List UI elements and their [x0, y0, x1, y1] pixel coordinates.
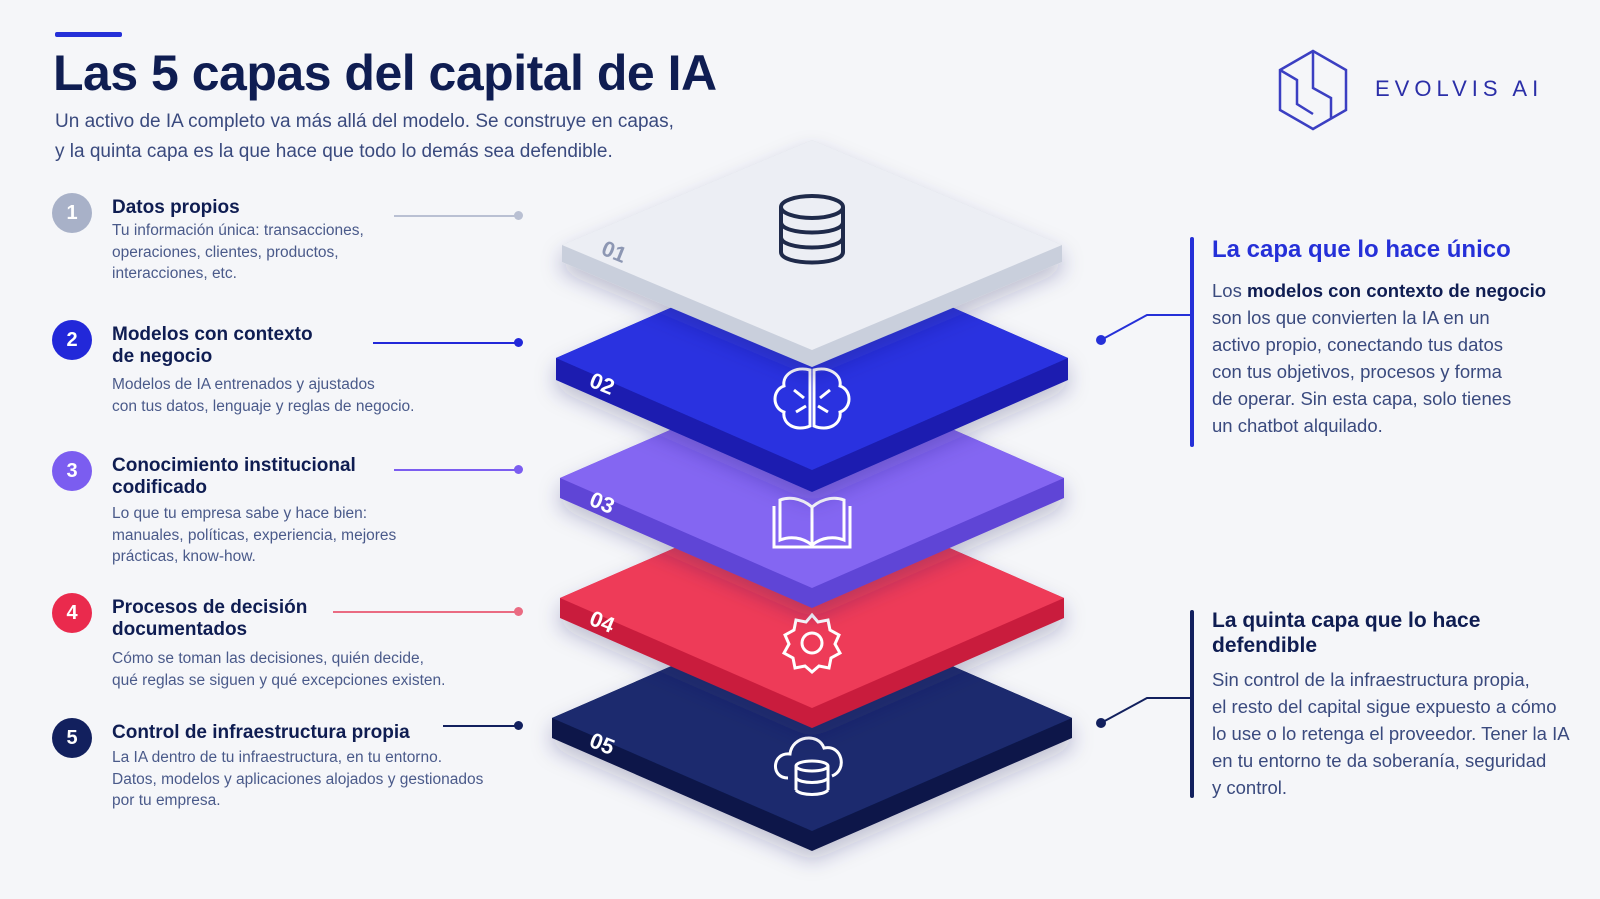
callout-body-line: son los que convierten la IA en un	[1212, 307, 1490, 328]
connector-dot	[514, 211, 523, 220]
connector-dot	[1096, 335, 1106, 345]
layer-desc-line: prácticas, know-how.	[112, 548, 256, 565]
callout-body-line: con tus objetivos, procesos y forma	[1212, 361, 1502, 382]
callout-title: La capa que lo hace único	[1212, 237, 1546, 262]
callout-accent-bar	[1190, 237, 1194, 447]
slab-03	[560, 368, 1064, 608]
layer-description: Lo que tu empresa sabe y hace bien: manu…	[112, 503, 396, 568]
brain-icon	[773, 367, 851, 430]
callout-body-line: y control.	[1212, 777, 1288, 798]
callout-body-line: en tu entorno te da soberanía, seguridad	[1212, 750, 1547, 771]
layer-desc-line: qué reglas se siguen y qué excepciones e…	[112, 671, 446, 689]
layer-title: Modelos con contexto de negocio	[112, 324, 313, 368]
slab-label: 01	[598, 235, 630, 267]
callout-body: Sin control de la infraestructura propia…	[1212, 666, 1570, 801]
layer-title-line: codificado	[112, 477, 208, 498]
layer-desc-line: operaciones, clientes, productos,	[112, 243, 339, 261]
layer-description: Tu información única: transacciones, ope…	[112, 220, 364, 285]
slab-02	[556, 246, 1068, 492]
layer-title-line: Datos propios	[112, 197, 240, 218]
page-subtitle: Un activo de IA completo va más allá del…	[55, 107, 735, 167]
layer-title: Datos propios	[112, 197, 240, 219]
brand-logo: EVOLVIS AI	[1275, 48, 1575, 132]
layer-description: Cómo se toman las decisiones, quién deci…	[112, 648, 445, 691]
callout-body-line: el resto del capital sigue expuesto a có…	[1212, 696, 1557, 717]
layer-description: La IA dentro de tu infraestructura, en t…	[112, 747, 483, 812]
slab-05	[552, 605, 1072, 851]
callout-body-line: Los modelos con contexto de negocio	[1212, 280, 1547, 301]
connector-dot	[514, 607, 523, 616]
slab-label: 04	[586, 605, 619, 638]
callout-accent-bar	[1190, 610, 1194, 798]
connector-dot	[514, 338, 523, 347]
layer-desc-line: por tu empresa.	[112, 792, 221, 809]
connector-dot	[514, 721, 523, 730]
book-icon	[772, 496, 852, 549]
callout-connector-defensible	[1100, 697, 1190, 724]
layer-desc-line: Datos, modelos y aplicaciones alojados y…	[112, 770, 484, 788]
layer-title-line: Control de infraestructura propia	[112, 722, 410, 743]
subtitle-line: Un activo de IA completo va más allá del…	[55, 111, 674, 132]
number-badge: 2	[52, 320, 92, 360]
callout-highlight: modelos con contexto de negocio	[1246, 280, 1547, 301]
layer-title-line: de negocio	[112, 346, 213, 367]
callout-body-line: Sin control de la infraestructura propia…	[1212, 669, 1530, 690]
callout-unique-layer: La capa que lo hace único Los modelos co…	[1212, 237, 1546, 439]
layer-title-line: Procesos de decisión	[112, 597, 308, 618]
layer-connector-line	[443, 725, 518, 727]
title-accent-bar	[55, 32, 122, 37]
layer-connector-line	[394, 215, 518, 217]
layer-desc-line: con tus datos, lenguaje y reglas de nego…	[112, 397, 415, 415]
subtitle-line: y la quinta capa es la que hace que todo…	[55, 141, 613, 162]
number-badge: 4	[52, 593, 92, 633]
layer-title-line: Modelos con contexto	[112, 324, 313, 345]
layer-desc-line: Lo que tu empresa sabe y hace bien:	[112, 505, 368, 522]
callout-title: La quinta capa que lo hace defendible	[1212, 608, 1570, 658]
layer-desc-line: La IA dentro de tu infraestructura, en t…	[112, 749, 443, 766]
layer-desc-line: Tu información única: transacciones,	[112, 222, 364, 239]
callout-defensible-layer: La quinta capa que lo hace defendible Si…	[1212, 608, 1570, 801]
layer-connector-line	[333, 611, 518, 613]
callout-title-line: La capa que lo hace único	[1212, 236, 1511, 263]
gear-icon	[781, 612, 843, 674]
connector-dot	[1096, 718, 1106, 728]
brand-name: EVOLVIS AI	[1375, 76, 1544, 101]
number-badge: 3	[52, 451, 92, 491]
cloud-database-icon	[774, 736, 843, 796]
layer-title: Procesos de decisión documentados	[112, 597, 307, 641]
layer-description: Modelos de IA entrenados y ajustados con…	[112, 374, 414, 417]
layer-connector-line	[394, 469, 518, 471]
slab-label: 05	[586, 727, 618, 759]
number-badge: 1	[52, 193, 92, 233]
database-icon	[779, 194, 845, 265]
page-title: Las 5 capas del capital de IA	[53, 45, 717, 101]
layer-title: Control de infraestructura propia	[112, 722, 410, 744]
callout-connector-unique	[1100, 314, 1190, 341]
layer-desc-line: Modelos de IA entrenados y ajustados	[112, 376, 375, 393]
layer-title-line: documentados	[112, 619, 248, 640]
layer-title-line: Conocimiento institucional	[112, 455, 356, 476]
layer-title: Conocimiento institucional codificado	[112, 455, 356, 499]
callout-title-line: La quinta capa que lo hace	[1212, 609, 1481, 632]
callout-body-line: lo use o lo retenga el proveedor. Tener …	[1212, 723, 1570, 744]
slab-01	[562, 140, 1062, 367]
connector-dot	[514, 465, 523, 474]
slab-04	[560, 488, 1064, 728]
slab-label: 02	[586, 367, 618, 399]
layer-desc-line: Cómo se toman las decisiones, quién deci…	[112, 650, 424, 667]
callout-body: Los modelos con contexto de negocio son …	[1212, 277, 1546, 439]
layer-desc-line: manuales, políticas, experiencia, mejore…	[112, 526, 397, 544]
callout-body-line: activo propio, conectando tus datos	[1212, 334, 1504, 355]
callout-body-line: un chatbot alquilado.	[1212, 415, 1383, 436]
callout-title-line: defendible	[1212, 634, 1318, 657]
layer-desc-line: interacciones, etc.	[112, 265, 237, 282]
callout-body-line: de operar. Sin esta capa, solo tienes	[1212, 388, 1512, 409]
number-badge: 5	[52, 718, 92, 758]
slab-label: 03	[586, 486, 618, 518]
hexagon-logo-icon	[1278, 49, 1348, 131]
layer-connector-line	[373, 342, 518, 344]
